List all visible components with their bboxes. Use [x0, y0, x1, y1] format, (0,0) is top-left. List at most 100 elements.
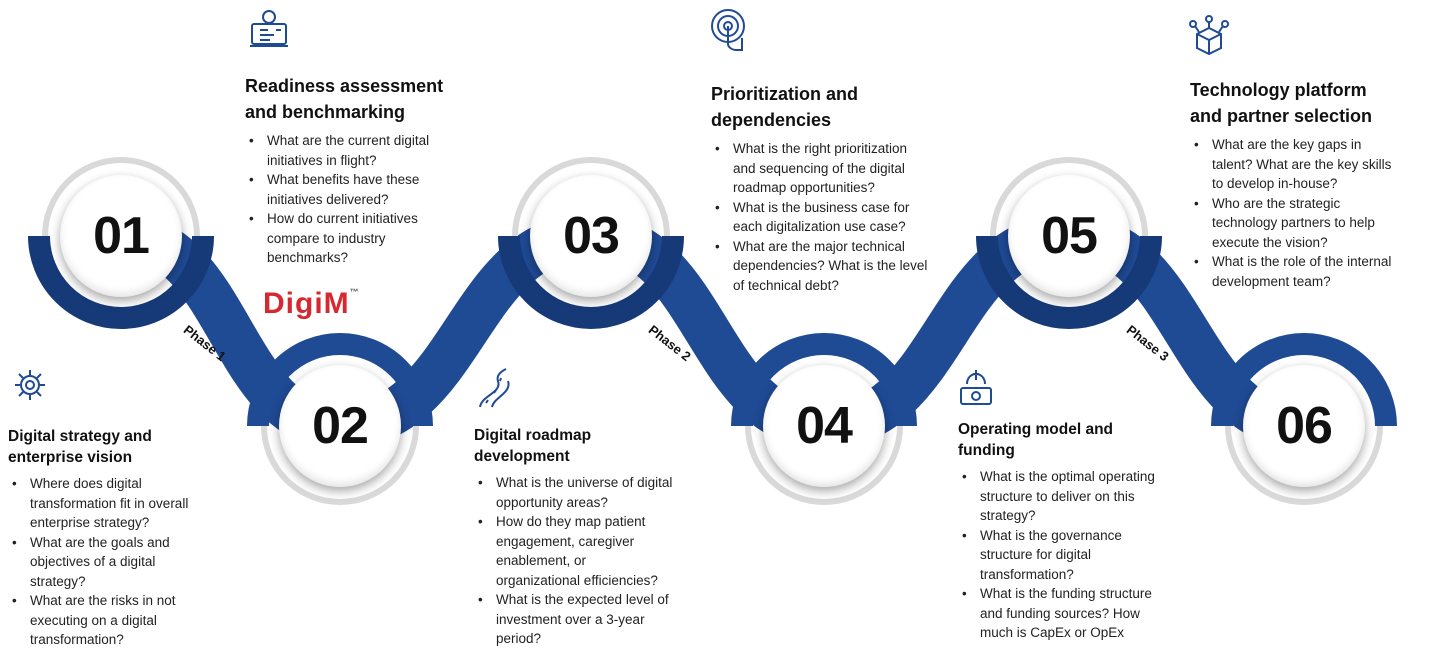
- bullet-line: technology partners to help: [1212, 215, 1375, 230]
- bullet-item: What are the major technical dependencies…: [711, 237, 961, 296]
- ribbon-outline: [745, 425, 903, 505]
- bullet-line: opportunity areas?: [496, 494, 608, 510]
- bullet-line: period?: [496, 631, 542, 646]
- bullet-line: structure for digital: [980, 547, 1092, 562]
- bullet-line: talent? What are the key skills: [1212, 156, 1392, 172]
- bullet-line: enterprise strategy?: [30, 515, 150, 530]
- logo-trademark: ™: [349, 287, 360, 297]
- bullet-line: What are the current digital: [267, 133, 430, 148]
- step-node-05: 05: [1008, 175, 1130, 297]
- step-block-06: Technology platform and partner selection…: [1190, 77, 1430, 291]
- bullet-line: compare to industry: [267, 230, 386, 246]
- bullet-line: engagement, caregiver: [496, 533, 635, 549]
- ribbon-outline: [512, 157, 670, 237]
- bullet-line: of technical debt?: [733, 277, 839, 293]
- step-title-line: Technology platform: [1190, 80, 1367, 100]
- step-bullets-06: What are the key gaps in talent? What are…: [1190, 135, 1430, 291]
- step-title-line: funding: [958, 442, 1015, 459]
- digim-logo: DigiM™: [263, 287, 360, 321]
- bullet-line: transformation?: [980, 566, 1074, 582]
- bullet-line: initiatives in flight?: [267, 152, 377, 168]
- step-node-01: 01: [60, 175, 182, 297]
- step-title-line: Digital strategy and: [8, 428, 152, 445]
- bullet-line: benchmarks?: [267, 250, 349, 265]
- bullet-line: executing on a digital: [30, 612, 157, 628]
- bullet-item: What are the current digital initiatives …: [245, 131, 480, 170]
- step-title-line: development: [474, 448, 570, 465]
- ribbon-collar: [1211, 333, 1397, 427]
- network-cube-icon: [1189, 15, 1229, 56]
- step-title-line: and benchmarking: [245, 102, 406, 122]
- bullet-line: structure to deliver on this: [980, 488, 1135, 504]
- bullet-line: What is the funding structure: [980, 586, 1152, 601]
- step-bullets-01: Where does digital transformation fit in …: [8, 474, 223, 650]
- money-funding-icon: [960, 370, 992, 405]
- bullet-line: What benefits have these: [267, 172, 420, 187]
- bullet-line: much is CapEx or OpEx: [980, 625, 1125, 640]
- bullet-line: What are the major technical: [733, 238, 905, 254]
- bullet-line: What is the governance: [980, 527, 1122, 543]
- bullet-line: What are the key gaps in: [1212, 137, 1362, 152]
- bullet-line: How do they map patient: [496, 514, 646, 529]
- step-number-05: 05: [1041, 207, 1098, 265]
- step-title-line: and partner selection: [1190, 106, 1373, 126]
- ribbon-collar: [247, 333, 433, 427]
- bullet-line: Where does digital: [30, 476, 142, 491]
- bullet-item: Who are the strategic technology partners…: [1190, 194, 1430, 253]
- ribbon-outline: [990, 157, 1148, 237]
- bullet-item: Where does digital transformation fit in …: [8, 474, 223, 533]
- step-title-line: Digital roadmap: [474, 427, 592, 444]
- bullet-line: transformation fit in overall: [30, 495, 189, 511]
- bullet-line: development team?: [1212, 273, 1331, 289]
- bullet-line: and funding sources? How: [980, 605, 1140, 621]
- bullet-item: What are the key gaps in talent? What are…: [1190, 135, 1430, 194]
- bullet-line: What is the optimal operating: [980, 469, 1155, 484]
- step-node-03: 03: [530, 175, 652, 297]
- ribbon-collar: [976, 235, 1162, 329]
- bullet-line: How do current initiatives: [267, 211, 418, 226]
- step-number-06: 06: [1276, 397, 1333, 455]
- bullet-item: What is the optimal operating structure t…: [958, 467, 1198, 526]
- step-node-06: 06: [1243, 365, 1365, 487]
- step-block-02: Readiness assessment and benchmarking Wha…: [245, 73, 480, 268]
- bullet-item: What is the expected level ofinvestment …: [474, 590, 714, 649]
- step-title-05: Operating model and funding: [958, 419, 1198, 461]
- bullet-line: What is the expected level of: [496, 592, 669, 607]
- bullet-item: What is the funding structure and funding…: [958, 584, 1198, 643]
- bullet-line: enablement, or: [496, 553, 587, 568]
- bullet-line: dependencies? What is the level: [733, 258, 928, 273]
- ribbon-outline: [261, 425, 419, 505]
- bullet-line: What is the universe of digital: [496, 475, 673, 490]
- bullet-line: each digitalization use case?: [733, 219, 906, 234]
- step-title-03: Digital roadmap development: [474, 425, 714, 467]
- step-bullets-03: What is the universe of digital opportuni…: [474, 473, 714, 649]
- bullet-line: to develop in-house?: [1212, 176, 1338, 191]
- step-title-02: Readiness assessment and benchmarking: [245, 73, 480, 125]
- step-number-02: 02: [312, 397, 369, 455]
- ribbon-outline: [1225, 425, 1383, 505]
- step-number-01: 01: [93, 207, 150, 265]
- bullet-item: What is the role of the internaldevelopm…: [1190, 252, 1430, 291]
- step-title-line: Prioritization and: [711, 84, 859, 104]
- gear-brain-icon: [15, 370, 45, 400]
- step-title-line: Readiness assessment: [245, 76, 444, 96]
- bullet-line: Who are the strategic: [1212, 195, 1341, 211]
- ribbon-collar: [28, 235, 214, 329]
- dashboard-laptop-icon: [250, 10, 288, 47]
- step-title-line: Operating model and: [958, 421, 1114, 438]
- bullet-line: transformation?: [30, 632, 124, 647]
- bullet-line: strategy?: [30, 573, 86, 589]
- bullet-line: execute the vision?: [1212, 234, 1328, 250]
- bullet-line: What is the right prioritization: [733, 141, 908, 156]
- step-title-06: Technology platform and partner selection: [1190, 77, 1430, 129]
